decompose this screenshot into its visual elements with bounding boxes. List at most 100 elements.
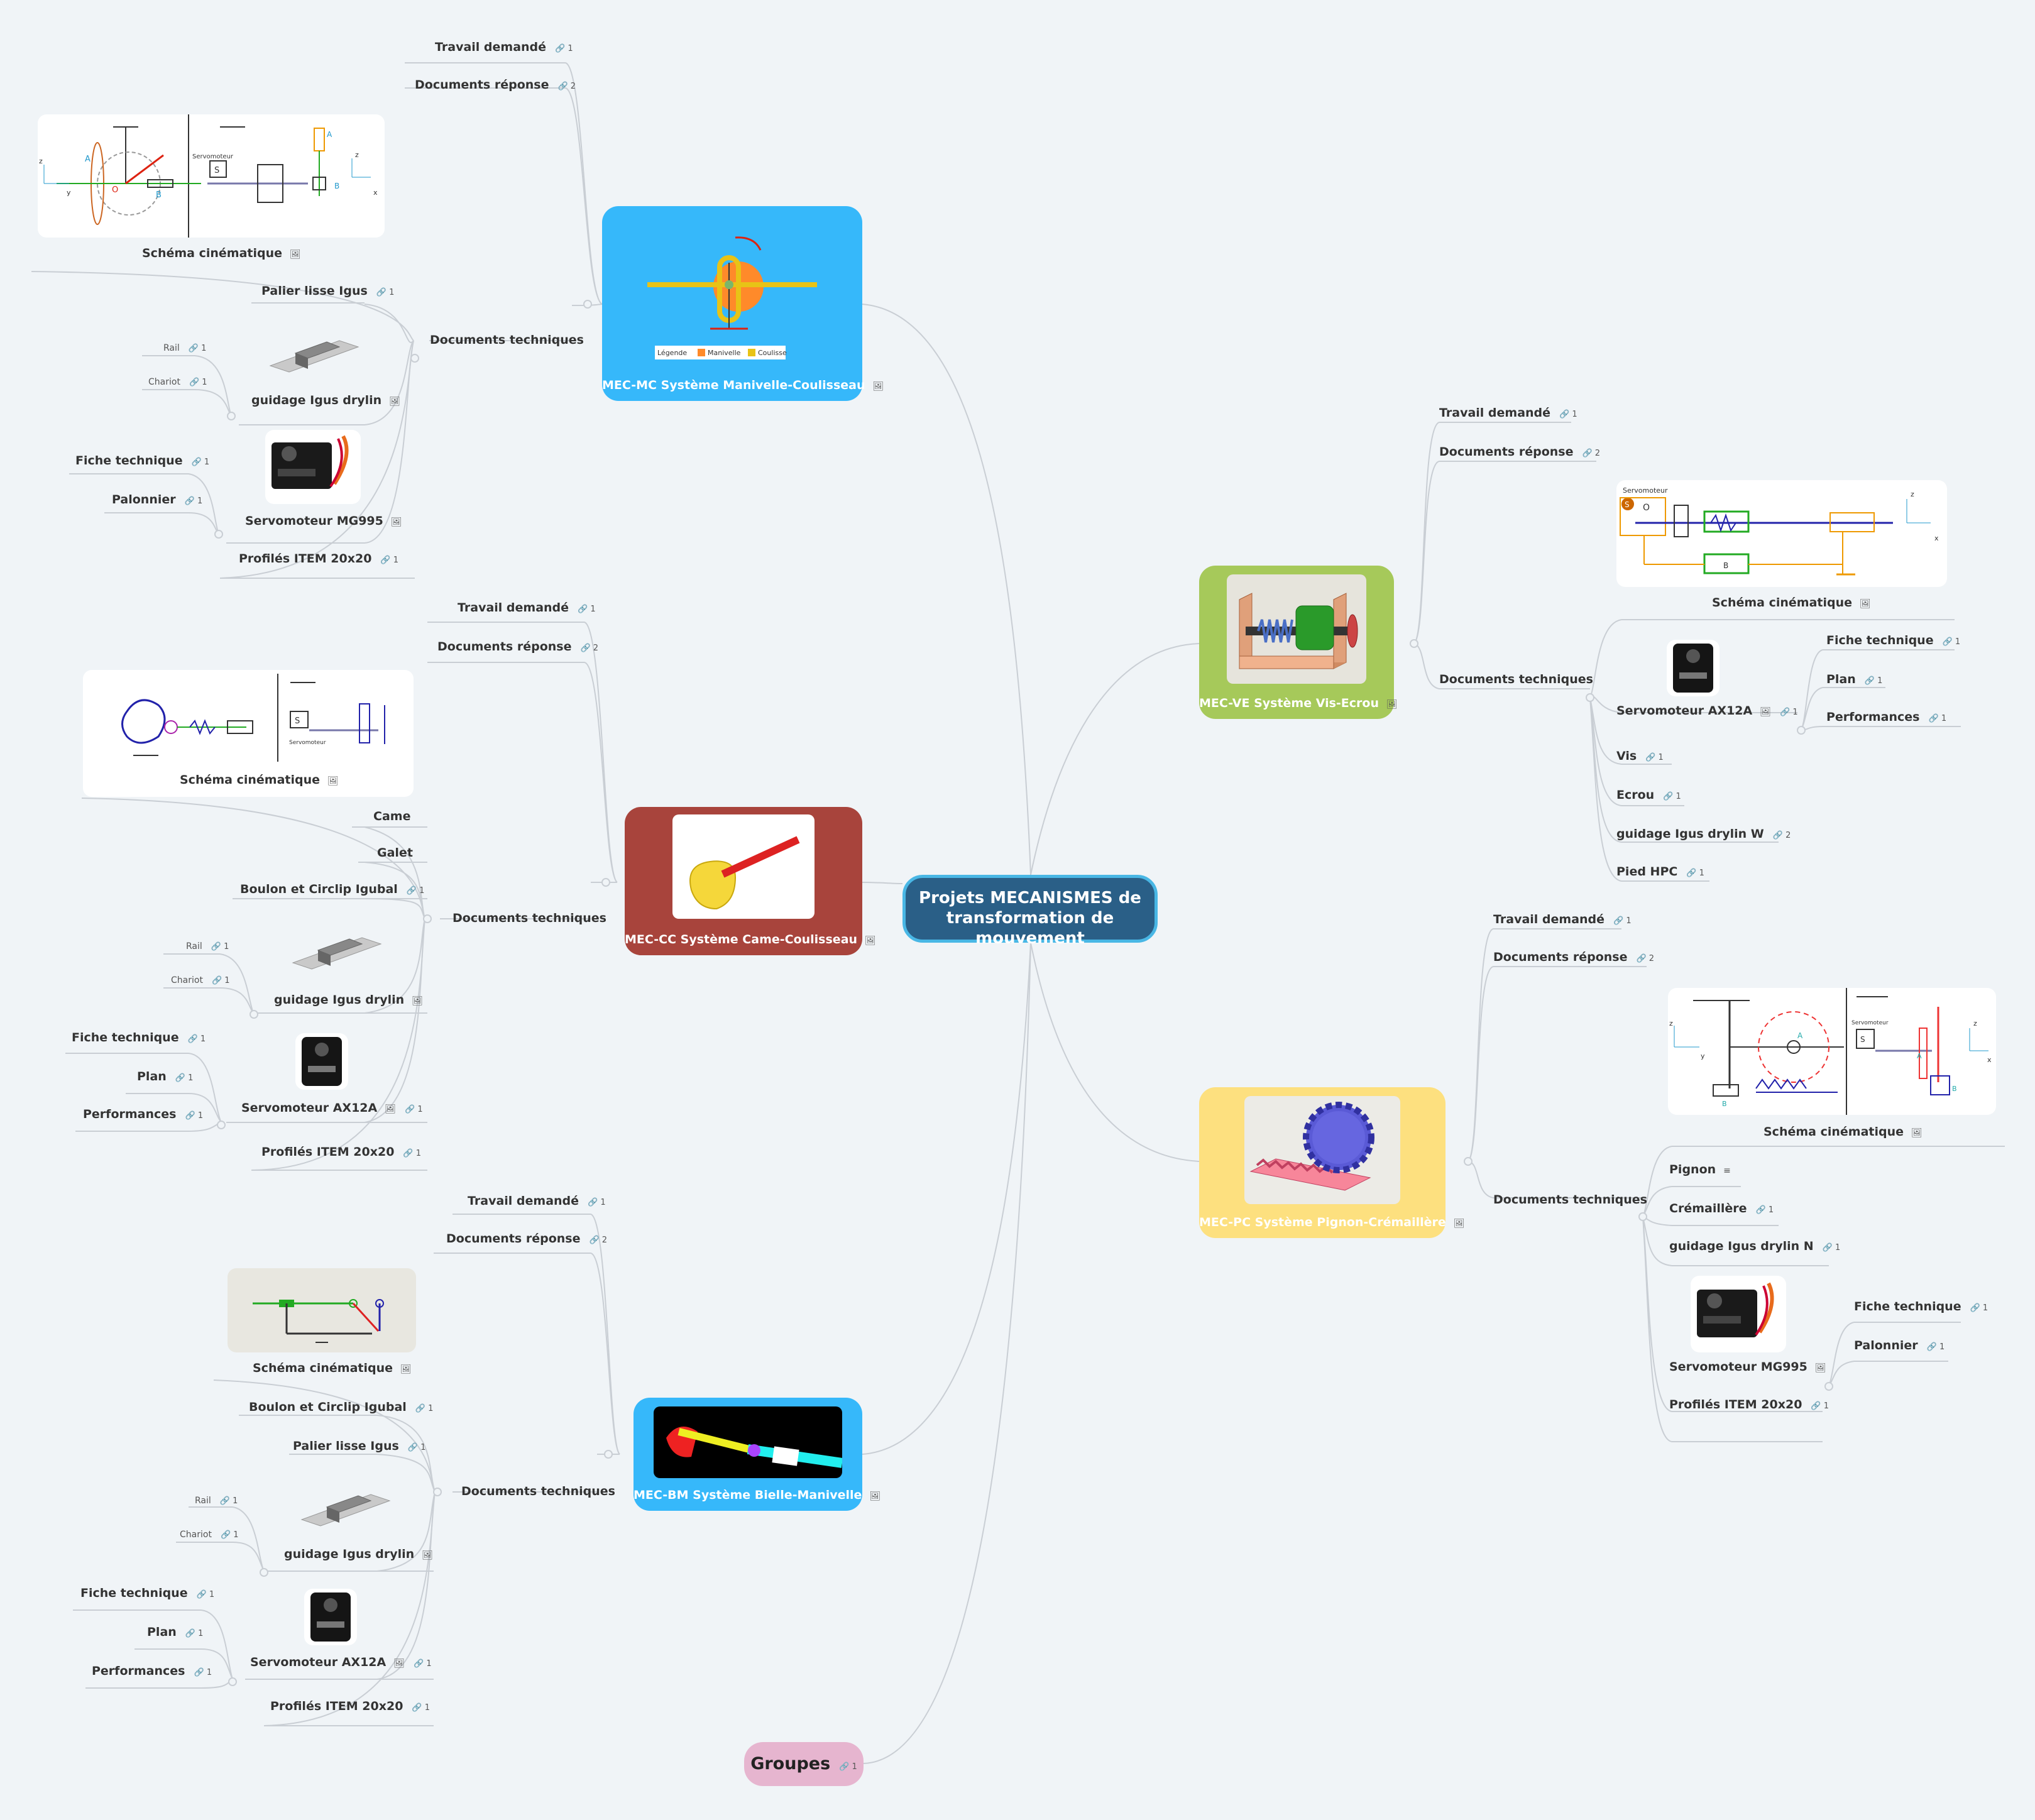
image-icon[interactable]: 🖼 [1814, 1363, 1826, 1373]
link-icon[interactable]: 🔗 1 [406, 886, 425, 896]
ve-schema-image[interactable]: Servomoteur S O B z x [1616, 480, 1947, 587]
image-icon[interactable]: 🖼 [290, 249, 301, 260]
bm-chariot[interactable]: Chariot🔗 1 [180, 1530, 239, 1540]
bm-servomoteur-ax12a[interactable]: Servomoteur AX12A🖼🔗 1 [250, 1655, 432, 1669]
link-icon[interactable]: 🔗 1 [211, 976, 230, 985]
link-icon[interactable]: 🔗 1 [839, 1762, 857, 1772]
link-icon[interactable]: 🔗 1 [184, 496, 203, 506]
link-icon[interactable]: 🔗 1 [415, 1404, 434, 1413]
link-icon[interactable]: 🔗 1 [191, 458, 210, 467]
cc-servomoteur-ax12a[interactable]: Servomoteur AX12A🖼🔗 1 [241, 1101, 423, 1115]
image-icon[interactable]: 🖼 [400, 1364, 412, 1374]
pc-fiche-technique[interactable]: Fiche technique🔗 1 [1854, 1300, 1988, 1313]
mc-guidage-igus[interactable]: guidage Igus drylin🖼 [251, 393, 400, 407]
link-icon[interactable]: 🔗 1 [1822, 1243, 1841, 1253]
mc-schema-image[interactable]: A B O Servomoteur S A B z x z y [38, 114, 385, 238]
mc-rail[interactable]: Rail🔗 1 [163, 343, 207, 353]
image-icon[interactable]: 🖼 [1911, 1128, 1923, 1138]
mc-travail-demande[interactable]: Travail demandé🔗 1 [435, 40, 573, 54]
cc-chariot[interactable]: Chariot🔗 1 [171, 975, 230, 985]
link-icon[interactable]: 🔗 1 [578, 605, 596, 614]
topic-mec-pc[interactable]: MEC-PC Système Pignon-Crémaillère🖼 [1199, 1087, 1465, 1238]
link-icon[interactable]: 🔗 2 [1582, 449, 1601, 458]
link-icon[interactable]: 🔗 1 [412, 1703, 431, 1713]
image-icon[interactable]: 🖼 [865, 936, 876, 946]
image-icon[interactable]: 🖼 [385, 1104, 396, 1114]
pc-pignon[interactable]: Pignon≡ [1669, 1163, 1731, 1176]
mc-documents-reponse[interactable]: Documents réponse🔗 2 [415, 78, 576, 92]
image-icon[interactable]: 🖼 [327, 776, 339, 786]
cc-travail-demande[interactable]: Travail demandé🔗 1 [458, 601, 596, 615]
cc-documents-reponse[interactable]: Documents réponse🔗 2 [437, 640, 599, 654]
ve-pied-hpc[interactable]: Pied HPC🔗 1 [1616, 865, 1704, 879]
mc-servomoteur-mg995[interactable]: Servomoteur MG995🖼 [245, 514, 402, 528]
bm-schema-cinematique[interactable]: Schéma cinématique🖼 [253, 1361, 412, 1375]
mc-fiche-technique[interactable]: Fiche technique🔗 1 [75, 454, 210, 468]
link-icon[interactable]: 🔗 1 [1559, 410, 1577, 419]
link-icon[interactable]: 🔗 1 [1663, 792, 1681, 801]
ve-servomoteur-ax12a[interactable]: Servomoteur AX12A🖼🔗 1 [1616, 704, 1798, 718]
link-icon[interactable]: 🔗 1 [1926, 1342, 1945, 1352]
pc-documents-techniques[interactable]: Documents techniques [1493, 1193, 1647, 1207]
link-icon[interactable]: 🔗 2 [580, 644, 599, 653]
cc-profiles-item[interactable]: Profilés ITEM 20x20🔗 1 [261, 1145, 422, 1159]
cc-schema-topic[interactable]: S Servomoteur Schéma cinématique🖼 [83, 670, 414, 797]
link-icon[interactable]: 🔗 1 [376, 288, 395, 297]
cc-rail[interactable]: Rail🔗 1 [186, 941, 229, 951]
cc-plan[interactable]: Plan🔗 1 [137, 1070, 194, 1083]
pc-schema-cinematique[interactable]: Schéma cinématique🖼 [1763, 1125, 1923, 1139]
mc-palier-lisse-igus[interactable]: Palier lisse Igus🔗 1 [261, 284, 395, 298]
pc-guidage-igus-n[interactable]: guidage Igus drylin N🔗 1 [1669, 1239, 1841, 1253]
bm-documents-techniques[interactable]: Documents techniques [461, 1484, 615, 1498]
link-icon[interactable]: 🔗 2 [1772, 831, 1791, 840]
link-icon[interactable]: 🔗 1 [187, 1034, 206, 1044]
bm-guidage-igus[interactable]: guidage Igus drylin🖼 [284, 1547, 433, 1561]
bm-boulon-circlip[interactable]: Boulon et Circlip Igubal🔗 1 [249, 1400, 434, 1414]
mc-schema-cinematique[interactable]: Schéma cinématique🖼 [142, 246, 301, 260]
link-icon[interactable]: 🔗 1 [175, 1073, 194, 1083]
pc-servo-image[interactable] [1691, 1276, 1786, 1352]
mc-servo-image[interactable] [265, 430, 361, 504]
mc-chariot[interactable]: Chariot🔗 1 [148, 377, 207, 387]
bm-documents-reponse[interactable]: Documents réponse🔗 2 [446, 1232, 608, 1246]
topic-mec-mc[interactable]: Légende Manivelle Coulisse MEC-MC Systèm… [602, 206, 884, 401]
ve-guidage-igus-w[interactable]: guidage Igus drylin W🔗 2 [1616, 827, 1791, 841]
mc-documents-techniques[interactable]: Documents techniques [430, 333, 584, 347]
cc-performances[interactable]: Performances🔗 1 [83, 1107, 204, 1121]
link-icon[interactable]: 🔗 1 [189, 378, 207, 387]
pc-schema-image[interactable]: A B z y Servomoteur S B A z x [1668, 988, 1996, 1115]
cc-documents-techniques[interactable]: Documents techniques [453, 911, 606, 925]
cc-galet[interactable]: Galet [377, 846, 413, 860]
link-icon[interactable]: 🔗 2 [1636, 954, 1655, 963]
ve-travail-demande[interactable]: Travail demandé🔗 1 [1439, 406, 1577, 420]
ve-schema-cinematique[interactable]: Schéma cinématique🖼 [1712, 596, 1871, 610]
bm-profiles-item[interactable]: Profilés ITEM 20x20🔗 1 [270, 1699, 431, 1713]
image-icon[interactable]: 🖼 [412, 996, 423, 1006]
link-icon[interactable]: 🔗 1 [555, 44, 573, 53]
ve-performances[interactable]: Performances🔗 1 [1826, 710, 1947, 724]
bm-guidage-image[interactable] [295, 1476, 396, 1538]
mc-profiles-item[interactable]: Profilés ITEM 20x20🔗 1 [239, 552, 399, 566]
pc-documents-reponse[interactable]: Documents réponse🔗 2 [1493, 950, 1655, 964]
image-icon[interactable]: 🖼 [393, 1658, 405, 1669]
image-icon[interactable]: 🖼 [1386, 699, 1398, 710]
image-icon[interactable]: 🖼 [872, 381, 884, 392]
link-icon[interactable]: 🔗 1 [380, 556, 399, 565]
image-icon[interactable]: 🖼 [1760, 707, 1771, 717]
mc-palonnier[interactable]: Palonnier🔗 1 [112, 493, 203, 507]
link-icon[interactable]: 🔗 1 [1942, 637, 1961, 647]
image-icon[interactable]: 🖼 [390, 517, 402, 527]
cc-boulon-circlip[interactable]: Boulon et Circlip Igubal🔗 1 [240, 882, 425, 896]
ve-vis[interactable]: Vis🔗 1 [1616, 749, 1664, 763]
link-icon[interactable]: 🔗 1 [220, 1530, 239, 1540]
ve-plan[interactable]: Plan🔗 1 [1826, 672, 1883, 686]
bm-schema-image[interactable] [228, 1268, 416, 1352]
link-icon[interactable]: 🔗 1 [1686, 869, 1704, 878]
link-icon[interactable]: 🔗 1 [211, 942, 229, 951]
pc-palonnier[interactable]: Palonnier🔗 1 [1854, 1339, 1945, 1352]
link-icon[interactable]: 🔗 2 [589, 1236, 608, 1245]
root-topic[interactable]: Projets MECANISMES de transformation de … [902, 875, 1158, 948]
link-icon[interactable]: 🔗 1 [403, 1149, 422, 1158]
link-icon[interactable]: 🔗 1 [1755, 1205, 1774, 1215]
ve-servo-image[interactable] [1667, 640, 1720, 696]
